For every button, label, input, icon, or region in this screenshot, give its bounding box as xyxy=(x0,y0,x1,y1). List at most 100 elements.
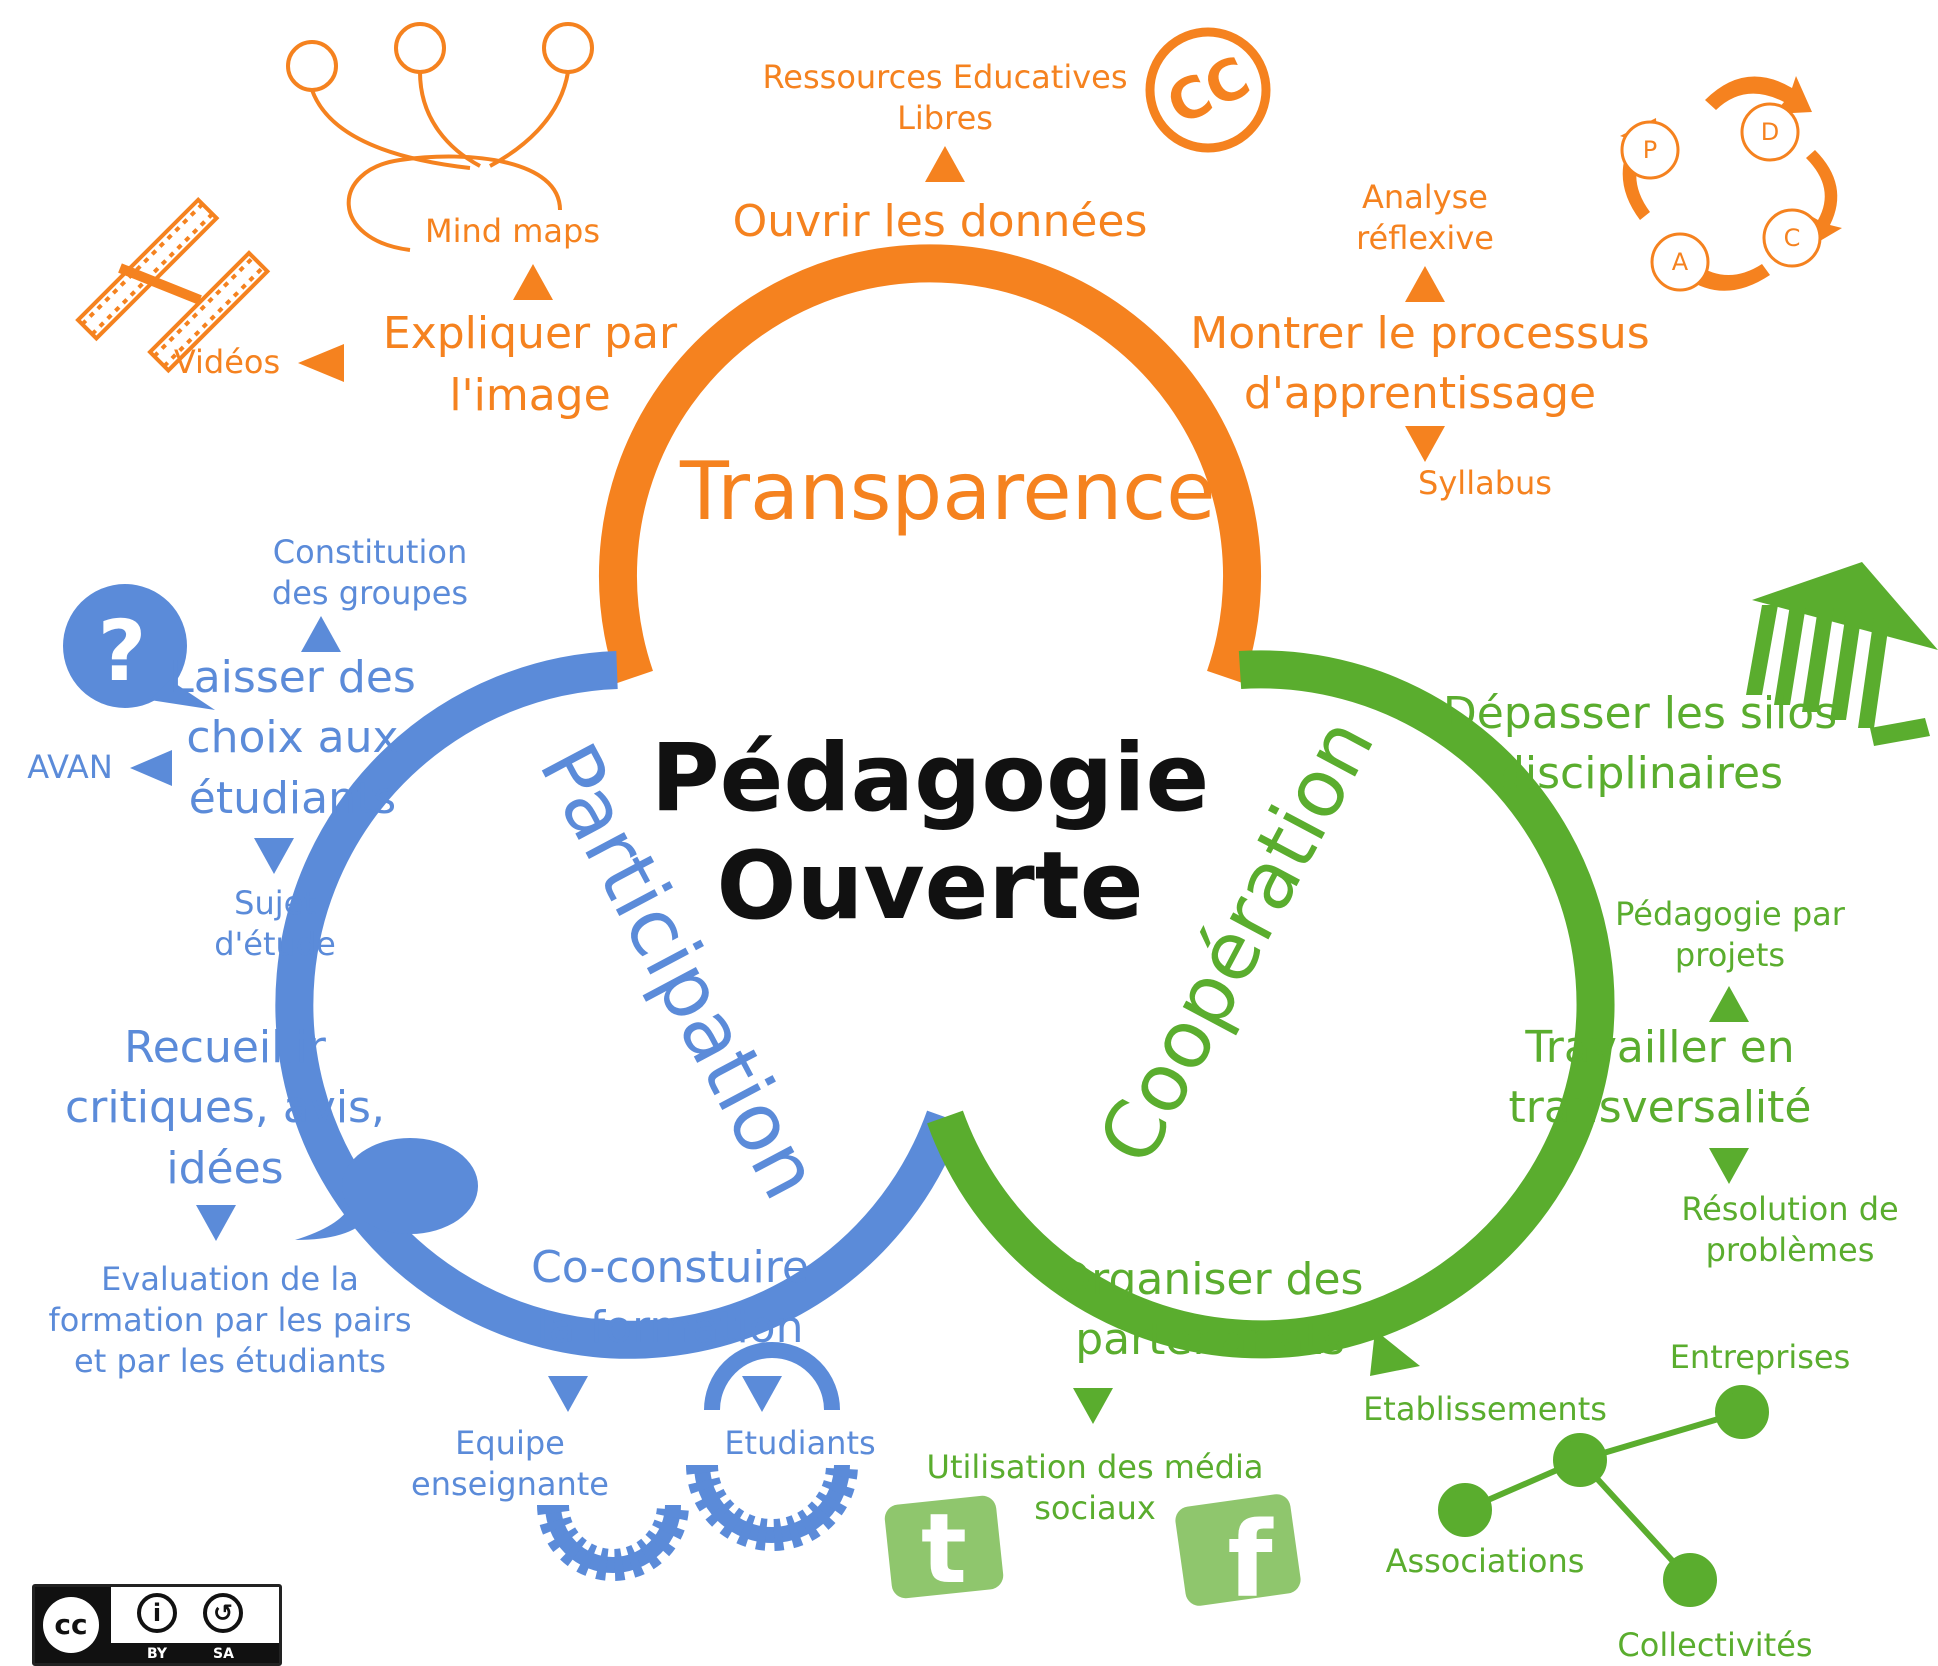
etudiants-label: Etudiants xyxy=(724,1424,876,1462)
twitter-letter: t xyxy=(921,1493,967,1605)
facebook-icon: f xyxy=(1175,1494,1301,1621)
transparence-arc xyxy=(599,244,1261,684)
analyse-line1: Analyse xyxy=(1362,178,1488,216)
equipe-line1: Equipe xyxy=(455,1424,565,1462)
pdca-c: C xyxy=(1784,224,1801,252)
speech-bubble-icon xyxy=(295,1138,478,1240)
evaluation-line2: formation par les pairs xyxy=(48,1301,412,1340)
sujet-line1: Sujet xyxy=(234,884,316,922)
organiser-label: Organiser des partenariats xyxy=(1030,1254,1390,1366)
cc-license-badge: cc i ↺ BY SA xyxy=(32,1584,282,1666)
pdca-d: D xyxy=(1761,118,1779,146)
mind-maps-label: Mind maps xyxy=(424,212,601,250)
network-icon xyxy=(1438,1385,1769,1607)
video-icon xyxy=(75,196,271,374)
share-alike-icon: ↺ xyxy=(203,1593,243,1633)
cc-icon-label: CC xyxy=(1158,45,1260,139)
expliquer-label: Expliquer par l'image xyxy=(360,309,700,422)
laisser-line1: Laisser des xyxy=(169,652,416,703)
analyse-label: Analyse réflexive xyxy=(1320,178,1530,258)
collectivites-label: Collectivités xyxy=(1617,1626,1813,1664)
depasser-label: Dépasser les silos disciplinaires xyxy=(1420,688,1860,800)
ouvrir-label: Ouvrir les données xyxy=(732,196,1148,247)
videos-label: Vidéos xyxy=(173,343,281,381)
constitution-label: Constitution des groupes xyxy=(250,534,490,613)
license-sa: SA xyxy=(213,1646,234,1662)
travailler-line2: transversalité xyxy=(1508,1082,1812,1134)
arrow-rel xyxy=(925,146,965,182)
etablissements-label: Etablissements xyxy=(1363,1390,1607,1428)
arrow-etudiants xyxy=(742,1376,782,1412)
evaluation-label: Evaluation de la formation par les pairs… xyxy=(30,1260,430,1381)
cooperation-arc xyxy=(927,650,1615,1359)
resolution-line1: Résolution de xyxy=(1681,1190,1899,1228)
recueillir-line3: idées xyxy=(166,1142,284,1194)
equipe-line2: enseignante xyxy=(411,1465,609,1504)
equipe-label: Equipe enseignante xyxy=(400,1424,620,1504)
rel-line1: Ressources Educatives xyxy=(762,58,1128,96)
entreprises-label: Entreprises xyxy=(1669,1338,1851,1376)
depasser-line2: disciplinaires xyxy=(1496,748,1784,800)
center-title: Pédagogie Ouverte xyxy=(640,724,1220,942)
arrow-mind-maps xyxy=(513,264,553,300)
facebook-letter: f xyxy=(1227,1499,1274,1621)
center-title-line2: Ouverte xyxy=(716,832,1144,942)
laisser-line2: choix aux xyxy=(186,712,399,764)
recueillir-line2: critiques, avis, xyxy=(65,1082,385,1134)
associations-label: Associations xyxy=(1385,1542,1585,1580)
attribution-icon: i xyxy=(137,1593,177,1633)
avan-label: AVAN xyxy=(27,748,113,786)
arrow-avan xyxy=(130,750,172,786)
sujet-label: Sujet d'étude xyxy=(195,884,355,964)
arrow-evaluation xyxy=(196,1205,236,1241)
pedagogie-projets-label: Pédagogie par projets xyxy=(1585,895,1875,973)
expliquer-line2: l'image xyxy=(449,370,611,422)
evaluation-line3: et par les étudiants xyxy=(74,1342,386,1381)
resolution-label: Résolution de problèmes xyxy=(1660,1190,1920,1270)
lobe-transparence: Transparence xyxy=(680,445,1216,538)
question-icon: ? xyxy=(63,584,215,710)
media-line2: sociaux xyxy=(1034,1489,1156,1528)
arrow-analyse xyxy=(1405,266,1445,302)
blue-arrows xyxy=(130,616,782,1412)
arrow-pedagogie-projets xyxy=(1709,986,1749,1022)
cc-license-left: cc xyxy=(35,1587,111,1663)
montrer-line2: d'apprentissage xyxy=(1243,368,1597,420)
coconstruire-line2: la formation xyxy=(536,1302,804,1354)
media-line1: Utilisation des média xyxy=(926,1448,1264,1486)
cc-license-icon: cc xyxy=(43,1597,99,1653)
rel-line2: Libres xyxy=(897,99,993,138)
cc-icon: CC xyxy=(1145,27,1271,153)
arrow-resolution xyxy=(1709,1148,1749,1184)
resolution-line2: problèmes xyxy=(1705,1231,1875,1270)
laisser-label: Laisser des choix aux étudiants xyxy=(155,652,430,824)
orange-arrows xyxy=(298,146,1445,462)
arrow-media xyxy=(1073,1388,1113,1424)
recueillir-line1: Recueillir xyxy=(124,1022,326,1073)
organiser-line1: Organiser des xyxy=(1056,1254,1364,1305)
travailler-line1: Travailler en xyxy=(1525,1022,1795,1073)
sujet-line2: d'étude xyxy=(214,925,336,964)
depasser-line1: Dépasser les silos xyxy=(1442,688,1838,739)
building-icon xyxy=(1746,562,1938,746)
twitter-icon: t xyxy=(884,1493,1004,1605)
organiser-line2: partenariats xyxy=(1075,1314,1345,1366)
coconstruire-line1: Co-constuire xyxy=(531,1242,809,1293)
arrow-sujet xyxy=(254,838,294,874)
analyse-line2: réflexive xyxy=(1356,219,1494,258)
pedagogie-projets-line1: Pédagogie par xyxy=(1615,895,1845,933)
pdca-a: A xyxy=(1672,248,1689,276)
evaluation-line1: Evaluation de la xyxy=(101,1260,359,1298)
arrow-constitution xyxy=(301,616,341,652)
coconstruire-label: Co-constuire la formation xyxy=(500,1242,840,1354)
center-title-line1: Pédagogie xyxy=(650,724,1210,833)
syllabus-label: Syllabus xyxy=(1418,464,1552,502)
constitution-line2: des groupes xyxy=(271,574,469,613)
license-strip xyxy=(111,1643,279,1663)
media-label: Utilisation des média sociaux xyxy=(910,1448,1280,1528)
arrow-videos xyxy=(298,344,344,382)
pdca-p: P xyxy=(1643,136,1657,164)
green-arrows xyxy=(1073,986,1749,1424)
laisser-line3: étudiants xyxy=(188,772,397,824)
